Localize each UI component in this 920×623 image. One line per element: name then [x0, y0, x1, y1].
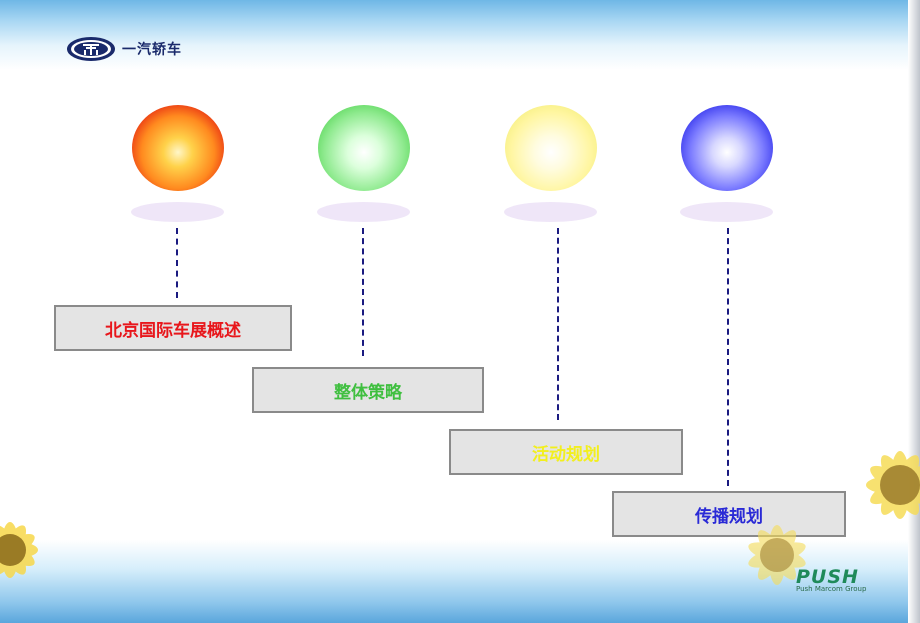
green-sphere	[318, 105, 410, 191]
push-logo-name: PUSH	[796, 566, 859, 588]
connector-line	[176, 228, 178, 298]
connector-line	[362, 228, 364, 356]
step-box-activity: 活动规划	[449, 429, 683, 475]
step-label: 整体策略	[334, 382, 402, 403]
yellow-sphere	[505, 105, 597, 191]
sunflower-bottom-icon	[748, 525, 806, 585]
sunflower-left-icon	[0, 522, 38, 578]
red-sphere	[132, 105, 224, 191]
sphere-shadow	[131, 202, 224, 222]
connector-line	[557, 228, 559, 420]
faw-emblem-icon	[67, 37, 115, 61]
blue-sphere	[681, 105, 773, 191]
step-label: 活动规划	[532, 444, 600, 465]
connector-line	[727, 228, 729, 486]
push-logo-subtitle: Push Marcom Group	[796, 585, 867, 593]
sunflower-right-icon	[866, 451, 920, 519]
header-band	[0, 0, 920, 70]
step-box-strategy: 整体策略	[252, 367, 484, 413]
brand: 一汽轿车	[66, 36, 182, 62]
step-box-overview: 北京国际车展概述	[54, 305, 292, 351]
brand-name: 一汽轿车	[122, 42, 182, 58]
push-logo: PUSH Push Marcom Group	[796, 566, 866, 593]
sphere-shadow	[504, 202, 597, 222]
sphere-shadow	[317, 202, 410, 222]
sphere-shadow	[680, 202, 773, 222]
step-label: 北京国际车展概述	[105, 320, 241, 341]
step-box-communication: 传播规划	[612, 491, 846, 537]
step-label: 传播规划	[695, 506, 763, 527]
